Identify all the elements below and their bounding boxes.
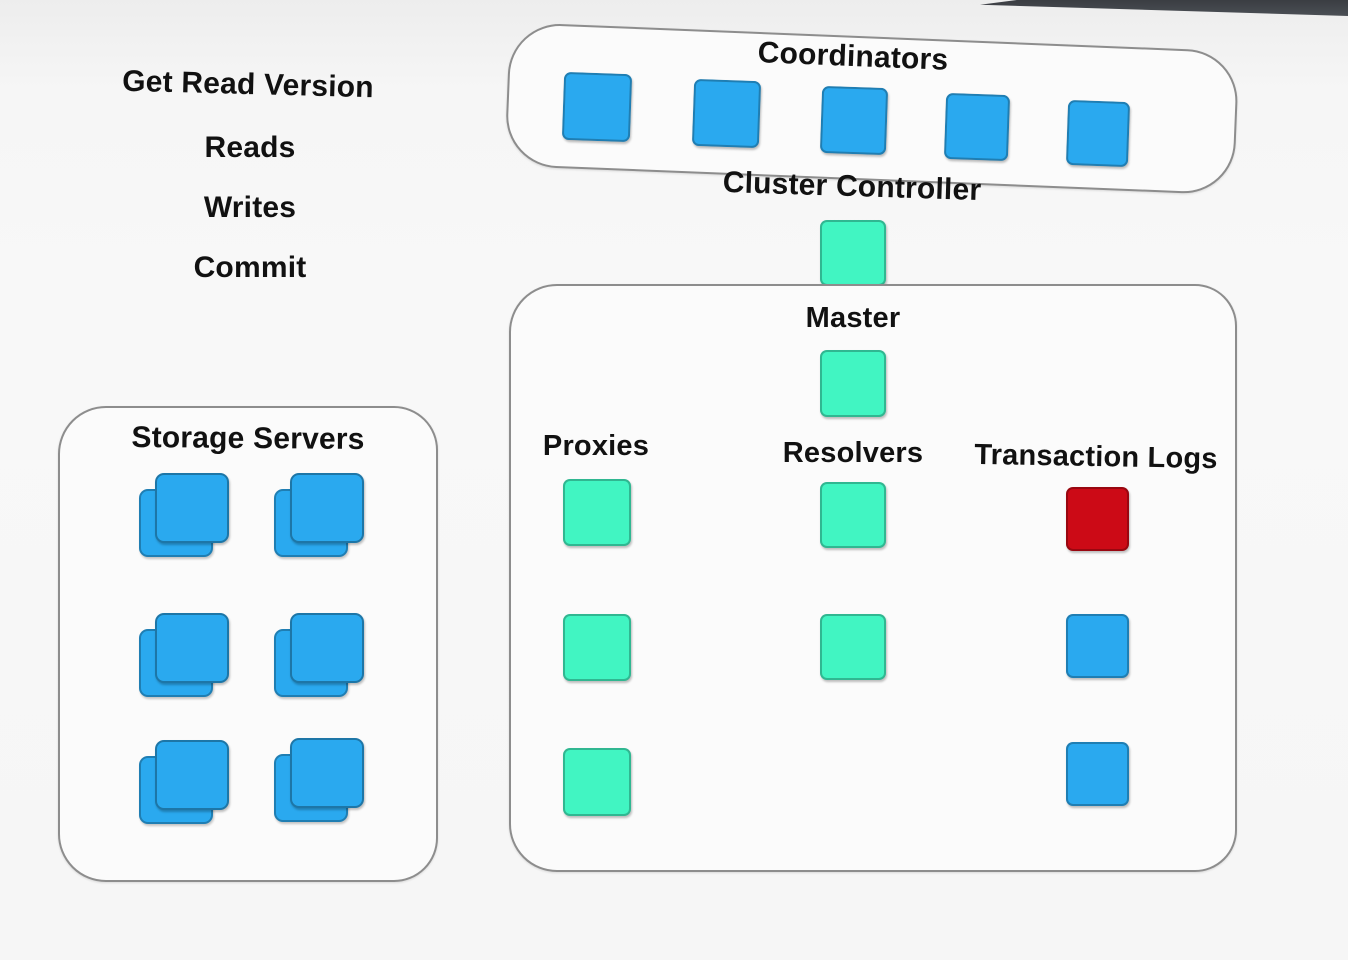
coordinator-node (1065, 99, 1131, 168)
proxy-node (563, 479, 631, 546)
top-edge-bar (980, 0, 1348, 16)
transaction-log-node (1066, 614, 1129, 678)
master-label: Master (805, 302, 901, 334)
cluster-controller-node (820, 220, 886, 286)
transaction-logs-label: Transaction Logs (974, 438, 1218, 476)
transaction-log-node (1066, 742, 1129, 806)
storage-servers-group (58, 406, 438, 882)
storage-server-node (139, 473, 231, 559)
operation-get-read-version: Get Read Version (121, 64, 375, 105)
coordinator-node (819, 85, 889, 156)
proxy-node (563, 614, 631, 681)
storage-server-node (139, 740, 231, 826)
storage-server-node (274, 473, 366, 559)
storage-server-node (274, 738, 366, 824)
coordinator-node (561, 71, 633, 143)
operation-commit: Commit (193, 251, 307, 284)
operation-writes: Writes (203, 191, 297, 224)
proxies-label: Proxies (542, 430, 650, 462)
transaction-log-node-failed (1066, 487, 1129, 551)
resolver-node (820, 482, 886, 548)
proxy-node (563, 748, 631, 816)
resolver-node (820, 614, 886, 680)
coordinator-node (691, 78, 762, 149)
coordinator-node (943, 92, 1011, 162)
master-node (820, 350, 886, 417)
cluster-controller-label: Cluster Controller (722, 165, 982, 208)
resolvers-label: Resolvers (782, 437, 924, 469)
storage-servers-label: Storage Servers (131, 420, 365, 457)
operation-reads: Reads (204, 131, 296, 164)
storage-server-node (274, 613, 366, 699)
storage-server-node (139, 613, 231, 699)
